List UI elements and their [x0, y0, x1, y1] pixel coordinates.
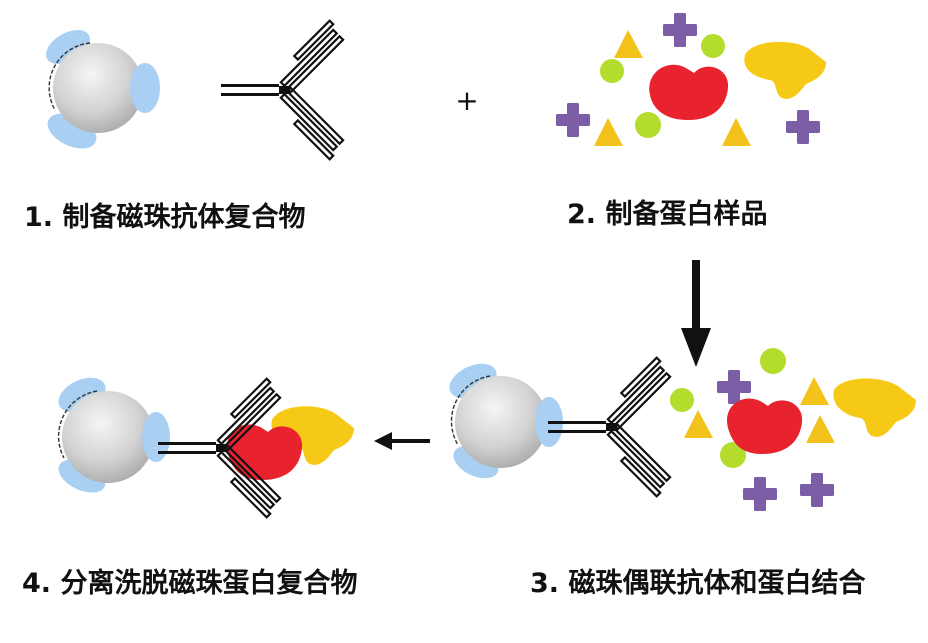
- circle-particle: [701, 34, 725, 58]
- step1-bead-complex: [46, 29, 160, 149]
- partner-protein: [744, 41, 826, 99]
- protein-a-blob: [142, 412, 170, 462]
- step3-binding: [449, 348, 916, 511]
- triangle-particle: [722, 118, 751, 146]
- magnetic-bead: [53, 43, 143, 133]
- partner-protein: [271, 406, 354, 465]
- magnetic-bead: [62, 391, 154, 483]
- arrow-left: [374, 432, 430, 450]
- cross-particle: [663, 13, 697, 47]
- step2-caption: 2. 制备蛋白样品: [567, 199, 768, 230]
- triangle-particle: [594, 118, 623, 146]
- step4-caption: 4. 分离洗脱磁珠蛋白复合物: [22, 568, 358, 599]
- cross-particle: [786, 110, 820, 144]
- step1-caption: 1. 制备磁珠抗体复合物: [24, 202, 306, 233]
- cross-particle: [556, 103, 590, 137]
- step3-antibody: [546, 356, 675, 498]
- target-protein: [649, 64, 729, 120]
- protein-a-blob: [130, 63, 160, 113]
- circle-particle: [600, 59, 624, 83]
- magnetic-bead: [455, 376, 547, 468]
- arrow-down: [681, 260, 711, 367]
- target-protein: [227, 424, 303, 480]
- circle-particle: [635, 112, 661, 138]
- step3-caption: 3. 磁珠偶联抗体和蛋白结合: [530, 568, 866, 599]
- triangle-particle: [614, 30, 643, 58]
- step2-protein-sample: [556, 13, 826, 146]
- target-protein: [727, 398, 803, 454]
- plus-sign: +: [455, 84, 478, 117]
- step1-antibody: [219, 19, 348, 161]
- partner-protein: [833, 378, 916, 437]
- step4-eluted-complex: [57, 377, 354, 519]
